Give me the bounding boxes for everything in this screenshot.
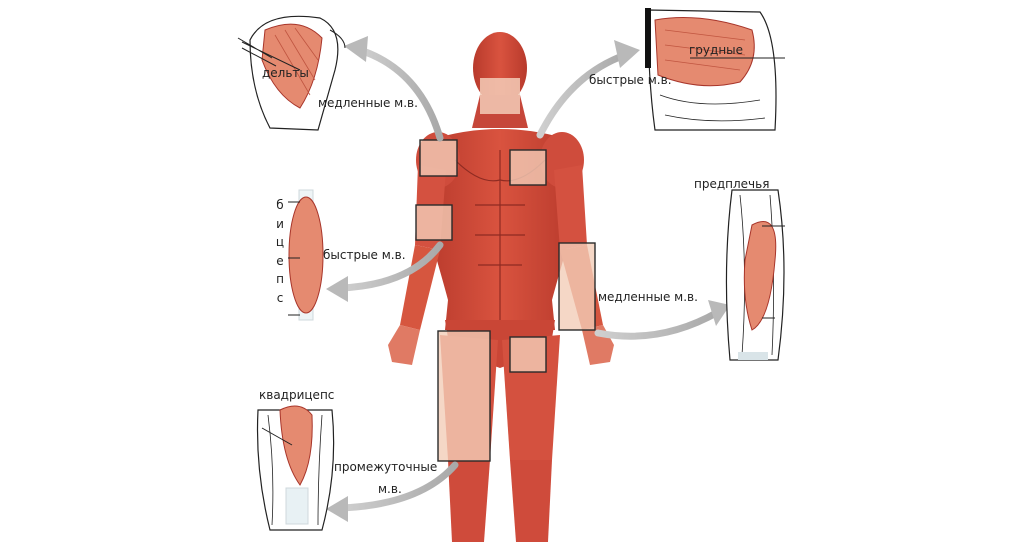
label-biceps-letter: е — [276, 253, 284, 268]
label-deltoid-fiber: медленные м.в. — [318, 96, 418, 110]
label-biceps-vertical: б и ц е п с — [273, 196, 287, 307]
quad-muscle — [279, 405, 313, 486]
label-quad: квадрицепс — [259, 388, 335, 402]
arrow-chest — [536, 51, 629, 139]
forearm-highlight — [559, 243, 595, 330]
biceps-muscle — [288, 196, 324, 314]
label-forearm: предплечья — [694, 177, 770, 191]
biceps-highlight — [416, 205, 452, 240]
label-quad-fiber-line1: промежуточные — [334, 460, 438, 474]
arrowheads — [326, 36, 730, 522]
figure-forearm-left — [400, 245, 440, 330]
label-quad-fiber-line2: м.в. — [378, 482, 402, 496]
face-highlight — [480, 78, 520, 114]
arrow-forearm — [594, 308, 722, 340]
label-biceps-letter: п — [276, 272, 284, 286]
shoulder-highlight — [420, 140, 457, 176]
label-forearm-fiber: медленные м.в. — [598, 290, 698, 304]
label-biceps-letter: ц — [275, 235, 285, 249]
figure-hand-left — [388, 325, 420, 365]
chest-highlight — [510, 150, 546, 185]
forearm-inset — [725, 189, 785, 361]
figure-shin-left — [448, 460, 490, 542]
arrows — [336, 46, 722, 512]
chest-inset — [645, 8, 785, 131]
arrow-quad — [336, 461, 459, 512]
figure-shin-right — [510, 460, 552, 542]
body-figure — [388, 32, 614, 542]
label-biceps-letter: б — [276, 198, 284, 212]
label-chest-fiber: быстрые м.в. — [589, 73, 672, 87]
quad-highlight — [438, 331, 490, 461]
forearm-muscle — [743, 221, 777, 331]
label-biceps-fiber: быстрые м.в. — [323, 248, 406, 262]
thigh-right-highlight — [510, 337, 546, 372]
deltoid-inset — [237, 15, 346, 131]
arrow-biceps — [336, 241, 444, 292]
label-deltoid: дельты — [262, 66, 309, 80]
figure-upper-arm-right — [554, 165, 587, 250]
arrow-deltoid — [356, 46, 444, 142]
quad-inset — [256, 405, 335, 531]
label-biceps-letter: с — [276, 290, 284, 305]
label-chest: грудные — [689, 43, 744, 57]
biceps-inset — [288, 189, 324, 321]
label-biceps-letter: и — [276, 216, 284, 231]
